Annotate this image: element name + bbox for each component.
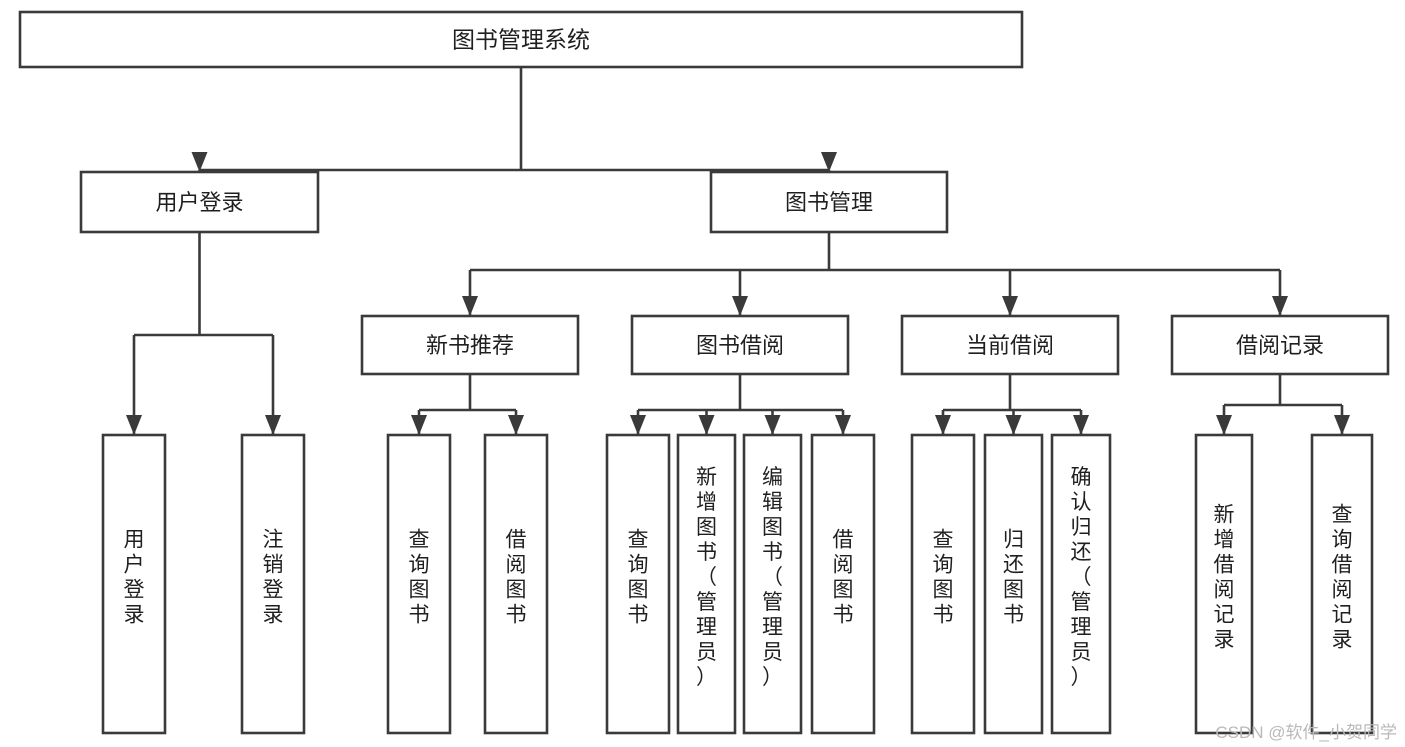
- node-box[interactable]: [1194, 433, 1254, 735]
- node-label: 借阅图书: [833, 529, 854, 627]
- arrow-head-icon: [1216, 415, 1232, 435]
- arrow-head-icon: [1334, 415, 1350, 435]
- node-box[interactable]: [18, 10, 1024, 69]
- node-label: 编辑图书（管理员）: [762, 466, 783, 689]
- node-leaf-confirm-return[interactable]: 确认归还（管理员）: [1050, 433, 1112, 735]
- arrow-head-icon: [126, 415, 142, 435]
- node-label: 查询图书: [933, 529, 954, 627]
- arrow-head-icon: [935, 415, 951, 435]
- node-leaf-query-book-1[interactable]: 查询图书: [386, 433, 452, 735]
- node-label: 查询借阅记录: [1332, 504, 1353, 652]
- node-box[interactable]: [240, 433, 306, 735]
- connector-layer: [126, 67, 1350, 435]
- node-box[interactable]: [386, 433, 452, 735]
- node-box[interactable]: [1310, 433, 1374, 735]
- node-label: 新书推荐: [426, 333, 514, 358]
- node-layer: 图书管理系统用户登录图书管理新书推荐图书借阅当前借阅借阅记录用户登录注销登录查询…: [18, 10, 1390, 735]
- node-leaf-add-book[interactable]: 新增图书（管理员）: [676, 433, 737, 735]
- node-label: 查询图书: [628, 529, 649, 627]
- node-record[interactable]: 借阅记录: [1170, 314, 1390, 376]
- arrow-head-icon: [835, 415, 851, 435]
- node-box[interactable]: [605, 433, 671, 735]
- node-label: 图书管理系统: [452, 27, 590, 53]
- node-leaf-borrow-book-2[interactable]: 借阅图书: [810, 433, 876, 735]
- arrow-head-icon: [1073, 415, 1089, 435]
- node-bookmgr[interactable]: 图书管理: [709, 170, 949, 234]
- node-label: 借阅图书: [506, 529, 527, 627]
- node-box[interactable]: [1050, 433, 1112, 735]
- arrow-head-icon: [1272, 296, 1288, 316]
- node-label: 借阅记录: [1236, 333, 1324, 358]
- arrow-head-icon: [630, 415, 646, 435]
- arrow-head-icon: [764, 415, 781, 435]
- node-leaf-borrow-book-1[interactable]: 借阅图书: [483, 433, 549, 735]
- node-box[interactable]: [79, 170, 320, 234]
- arrow-head-icon: [698, 415, 715, 435]
- node-label: 新增借阅记录: [1214, 504, 1235, 652]
- node-label: 用户登录: [155, 190, 243, 215]
- node-label: 确认归还（管理员）: [1071, 466, 1092, 689]
- node-box[interactable]: [630, 314, 850, 376]
- node-login[interactable]: 用户登录: [79, 170, 320, 234]
- arrow-head-icon: [821, 152, 837, 172]
- arrow-head-icon: [411, 415, 427, 435]
- node-leaf-query-record[interactable]: 查询借阅记录: [1310, 433, 1374, 735]
- arrow-head-icon: [508, 415, 524, 435]
- node-leaf-add-record[interactable]: 新增借阅记录: [1194, 433, 1254, 735]
- node-box[interactable]: [900, 314, 1120, 376]
- node-label: 当前借阅: [966, 333, 1054, 358]
- node-box[interactable]: [101, 433, 167, 735]
- node-box[interactable]: [709, 170, 949, 234]
- node-box[interactable]: [742, 433, 803, 735]
- arrow-head-icon: [1005, 415, 1022, 435]
- node-label: 归还图书: [1003, 529, 1024, 627]
- arrow-head-icon: [462, 296, 478, 316]
- node-box[interactable]: [676, 433, 737, 735]
- node-current[interactable]: 当前借阅: [900, 314, 1120, 376]
- node-newbook[interactable]: 新书推荐: [360, 314, 580, 376]
- arrow-head-icon: [191, 152, 208, 172]
- node-label: 图书借阅: [696, 333, 784, 358]
- node-leaf-query-book-3[interactable]: 查询图书: [910, 433, 976, 735]
- node-label: 新增图书（管理员）: [696, 466, 717, 689]
- node-box[interactable]: [360, 314, 580, 376]
- node-leaf-user-login[interactable]: 用户登录: [101, 433, 167, 735]
- node-box[interactable]: [983, 433, 1044, 735]
- node-leaf-return-book[interactable]: 归还图书: [983, 433, 1044, 735]
- node-box[interactable]: [810, 433, 876, 735]
- node-borrow[interactable]: 图书借阅: [630, 314, 850, 376]
- node-root[interactable]: 图书管理系统: [18, 10, 1024, 69]
- arrow-head-icon: [265, 415, 281, 435]
- arrow-head-icon: [1002, 296, 1018, 316]
- node-label: 图书管理: [785, 190, 873, 215]
- node-label: 用户登录: [124, 529, 145, 627]
- node-label: 查询图书: [409, 529, 430, 627]
- node-box[interactable]: [483, 433, 549, 735]
- node-leaf-query-book-2[interactable]: 查询图书: [605, 433, 671, 735]
- node-leaf-user-logout[interactable]: 注销登录: [240, 433, 306, 735]
- node-label: 注销登录: [263, 529, 284, 627]
- node-box[interactable]: [1170, 314, 1390, 376]
- node-leaf-edit-book[interactable]: 编辑图书（管理员）: [742, 433, 803, 735]
- node-box[interactable]: [910, 433, 976, 735]
- arrow-head-icon: [732, 296, 748, 316]
